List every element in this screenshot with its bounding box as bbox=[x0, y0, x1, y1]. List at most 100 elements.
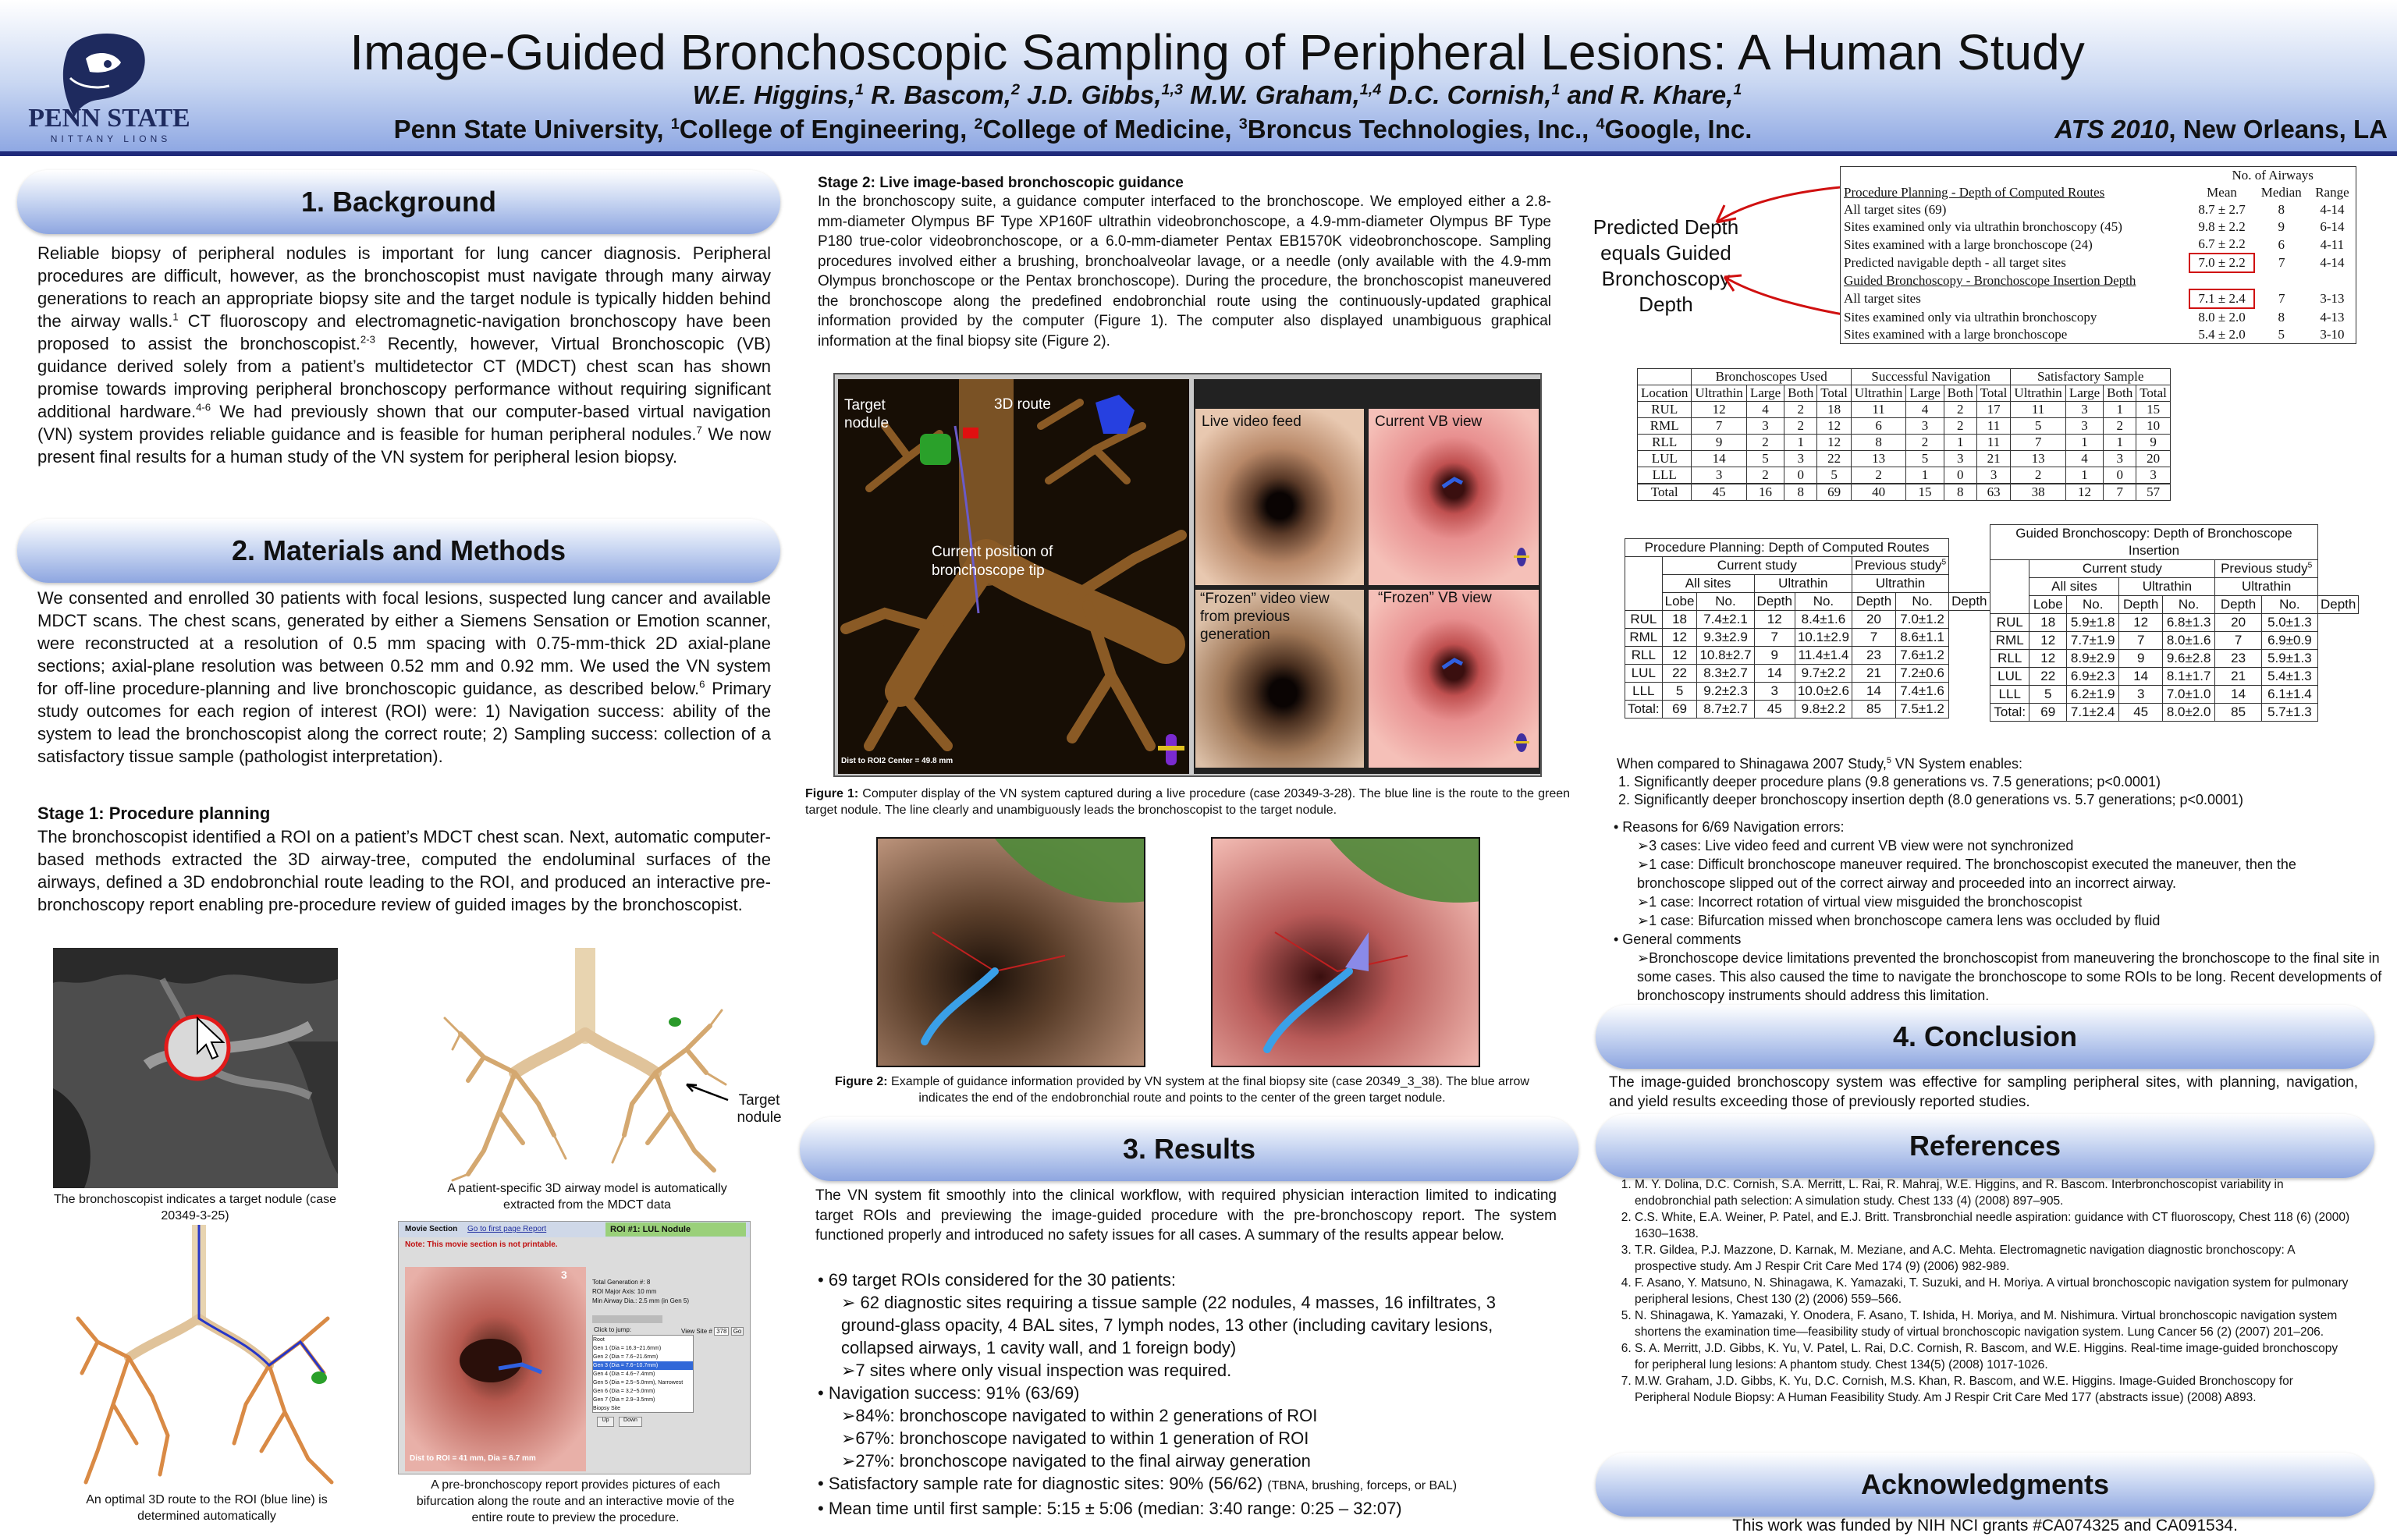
report-click-label: Click to jump: bbox=[594, 1326, 632, 1333]
svg-text:NITTANY LIONS: NITTANY LIONS bbox=[51, 133, 172, 144]
affiliations: Penn State University, 1College of Engin… bbox=[393, 115, 1752, 144]
stage2-text: In the bronchoscopy suite, a guidance co… bbox=[818, 193, 1551, 350]
comparison-text: When compared to Shinagawa 2007 Study,5 … bbox=[1617, 756, 2244, 807]
fig1-route-label: 3D route bbox=[994, 396, 1051, 413]
report-caption: A pre-bronchoscopy report provides pictu… bbox=[416, 1478, 735, 1524]
fig1-tip-label: Current position of bronchoscope tip bbox=[932, 544, 1053, 579]
fig2-video-view bbox=[876, 837, 1145, 1067]
results-text: The VN system fit smoothly into the clin… bbox=[815, 1187, 1557, 1244]
current-vb-view bbox=[1369, 409, 1539, 585]
section-results-banner: 3. Results bbox=[800, 1117, 1578, 1181]
airway-depth-table: No. of Airways Procedure Planning - Dept… bbox=[1840, 166, 2356, 344]
penn-state-logo: PENN STATE NITTANY LIONS bbox=[23, 23, 195, 156]
ct-scan-image bbox=[53, 948, 338, 1188]
fig1-guidance-views: Live video feed Current VB view “Frozen”… bbox=[1194, 379, 1540, 774]
airway-tree-image bbox=[437, 938, 733, 1182]
reference-item: S. A. Merritt, J.D. Gibbs, K. Yu, V. Pat… bbox=[1635, 1340, 2351, 1373]
reference-item: F. Asano, Y. Matsuno, N. Shinagawa, K. Y… bbox=[1635, 1275, 2351, 1308]
frozen-video-view bbox=[1195, 590, 1364, 768]
reference-item: T.R. Gildea, P.J. Mazzone, D. Karnak, M.… bbox=[1635, 1242, 2351, 1275]
stage1-title: Stage 1: Procedure planning bbox=[37, 804, 271, 823]
reference-item: N. Shinagawa, K. Yamazaki, Y. Onodera, F… bbox=[1635, 1308, 2351, 1340]
view-site-label: View Site # 378 Go bbox=[681, 1327, 744, 1336]
svg-text:PENN STATE: PENN STATE bbox=[28, 104, 190, 133]
up-button[interactable]: Up bbox=[597, 1417, 614, 1427]
poster-title: Image-Guided Bronchoscopic Sampling of P… bbox=[350, 24, 2085, 80]
section-methods-banner: 2. Materials and Methods bbox=[17, 519, 780, 583]
fig1-dist: Dist to ROI2 Center = 49.8 mm bbox=[841, 757, 953, 765]
target-nodule-label: Target nodule bbox=[737, 1092, 782, 1126]
results-list: • 69 target ROIs considered for the 30 p… bbox=[818, 1270, 1496, 1518]
route-caption: An optimal 3D route to the ROI (blue lin… bbox=[86, 1493, 328, 1523]
section-references-banner: References bbox=[1596, 1114, 2374, 1178]
figure1-caption: Figure 1: Computer display of the VN sys… bbox=[805, 787, 1571, 817]
arrow-icon bbox=[686, 1083, 729, 1102]
frozen-vb-view bbox=[1369, 590, 1539, 768]
view-site-input[interactable]: 378 bbox=[714, 1327, 730, 1336]
figure2-caption: Figure 2: Example of guidance informatio… bbox=[835, 1075, 1529, 1105]
figure1-display: Target nodule 3D route Current position … bbox=[833, 352, 1542, 777]
ct-caption: The bronchoscopist indicates a target no… bbox=[54, 1193, 336, 1222]
tree-caption: A patient-specific 3D airway model is au… bbox=[447, 1182, 727, 1212]
nittany-lion-icon: PENN STATE NITTANY LIONS bbox=[28, 33, 190, 144]
section-ack-banner: Acknowledgments bbox=[1596, 1453, 2374, 1517]
fig1-3d-view: Target nodule 3D route Current position … bbox=[838, 352, 1189, 774]
background-text: Reliable biopsy of peripheral nodules is… bbox=[37, 243, 772, 467]
goto-report-link[interactable]: Go to first page Report bbox=[467, 1225, 547, 1233]
references-list: M. Y. Dolina, D.C. Cornish, S.A. Merritt… bbox=[1602, 1176, 2351, 1406]
reference-item: M.W. Graham, J.D. Gibbs, K. Yu, D.C. Cor… bbox=[1635, 1373, 2351, 1406]
conclusion-text: The image-guided bronchoscopy system was… bbox=[1609, 1074, 2358, 1110]
ack-text: This work was funded by NIH NCI grants #… bbox=[1732, 1517, 2238, 1535]
section-conclusion-banner: 4. Conclusion bbox=[1596, 1005, 2374, 1069]
planning-depth-table: Procedure Planning: Depth of Computed Ro… bbox=[1624, 538, 1990, 719]
report-note: Note: This movie section is not printabl… bbox=[405, 1240, 558, 1249]
current-vb-label: Current VB view bbox=[1375, 413, 1483, 430]
pre-bronchoscopy-report: Movie Section Go to first page Report RO… bbox=[398, 1221, 751, 1474]
fig1-target-label: Target nodule bbox=[844, 397, 890, 431]
predicted-depth-note: Predicted Depth equals Guided Bronchosco… bbox=[1593, 215, 1739, 316]
roi-label: ROI #1: LUL Nodule bbox=[605, 1222, 746, 1237]
frozen-video-label: “Frozen” video view from previous genera… bbox=[1200, 591, 1330, 643]
down-button[interactable]: Down bbox=[619, 1417, 642, 1427]
reference-item: M. Y. Dolina, D.C. Cornish, S.A. Merritt… bbox=[1635, 1176, 2351, 1209]
report-dist: Dist to ROI = 41 mm, Dia = 6.7 mm bbox=[410, 1454, 536, 1463]
insertion-depth-table: Guided Bronchoscopy: Depth of Bronchosco… bbox=[1989, 524, 2360, 722]
authors: W.E. Higgins,1 R. Bascom,2 J.D. Gibbs,1,… bbox=[692, 80, 1742, 109]
report-jump-list[interactable]: Root Gen 1 (Dia = 16.3~21.6mm) Gen 2 (Di… bbox=[592, 1335, 694, 1413]
go-button[interactable]: Go bbox=[730, 1327, 744, 1336]
fig2-vb-view bbox=[1211, 837, 1480, 1067]
stage2-title: Stage 2: Live image-based bronchoscopic … bbox=[818, 175, 1184, 191]
report-playbar[interactable] bbox=[592, 1315, 662, 1323]
route-tree-image bbox=[66, 1218, 347, 1494]
report-page-number: 3 bbox=[561, 1269, 567, 1281]
methods-text: We consented and enrolled 30 patients wi… bbox=[37, 588, 771, 766]
report-vb-view: 3 Dist to ROI = 41 mm, Dia = 6.7 mm bbox=[405, 1267, 586, 1471]
live-video-label: Live video feed bbox=[1202, 413, 1301, 430]
frozen-vb-label: “Frozen” VB view bbox=[1378, 590, 1492, 606]
conference: ATS 2010, New Orleans, LA bbox=[2054, 115, 2388, 144]
navigation-errors-list: • Reasons for 6/69 Navigation errors: ➢3… bbox=[1614, 819, 2382, 1003]
poster-header bbox=[0, 0, 2397, 156]
live-video-view bbox=[1195, 409, 1364, 585]
section-background-banner: 1. Background bbox=[17, 170, 780, 234]
